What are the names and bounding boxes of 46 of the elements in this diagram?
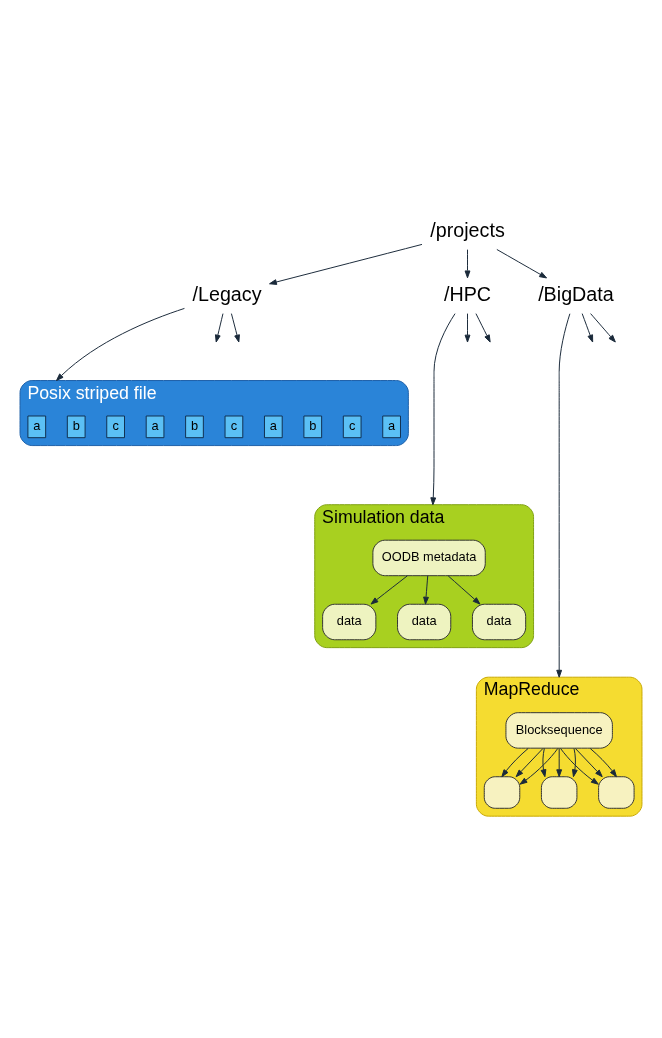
- node-box: a: [145, 415, 165, 439]
- arrow: [269, 243, 423, 285]
- node-box: c: [342, 415, 362, 439]
- arrow: [464, 249, 471, 279]
- arrow: [423, 575, 429, 605]
- arrow: [574, 748, 603, 778]
- node-box: Blocksequence: [505, 712, 613, 749]
- node-box: [540, 776, 578, 809]
- node-text: /HPC: [443, 282, 492, 305]
- arrow: [501, 748, 529, 778]
- node-box: a: [382, 415, 401, 439]
- node-text: /projects: [430, 218, 505, 241]
- arrow: [519, 748, 559, 785]
- node-text: /Legacy: [192, 282, 262, 305]
- arrow: [515, 748, 544, 778]
- arrow: [496, 249, 548, 279]
- arrow: [572, 748, 578, 778]
- arrow: [475, 313, 491, 343]
- node-box: c: [106, 415, 125, 439]
- node-box: b: [185, 415, 204, 439]
- arrow: [370, 575, 408, 605]
- node-box: a: [263, 415, 283, 439]
- arrow: [540, 748, 547, 778]
- arrow: [556, 313, 571, 678]
- arrow: [230, 313, 240, 343]
- arrow: [447, 575, 481, 605]
- arrow: [590, 313, 616, 343]
- node-text: /BigData: [538, 282, 614, 305]
- arrow: [560, 748, 599, 785]
- node-box: data: [397, 603, 452, 641]
- arrow: [581, 313, 594, 343]
- node-box: data: [471, 603, 527, 641]
- arrow: [464, 313, 471, 343]
- node-box: c: [224, 415, 244, 439]
- arrow: [589, 748, 617, 778]
- node-box: [483, 776, 521, 809]
- arrow: [556, 748, 563, 778]
- node-box: OODB metadata: [372, 539, 486, 577]
- arrow: [430, 313, 456, 506]
- node-box: [598, 776, 635, 809]
- node-box: b: [66, 415, 86, 439]
- node-box: a: [27, 415, 47, 439]
- arrow: [56, 307, 185, 381]
- node-box: b: [303, 415, 323, 439]
- arrow: [214, 313, 224, 343]
- node-box: data: [322, 603, 377, 641]
